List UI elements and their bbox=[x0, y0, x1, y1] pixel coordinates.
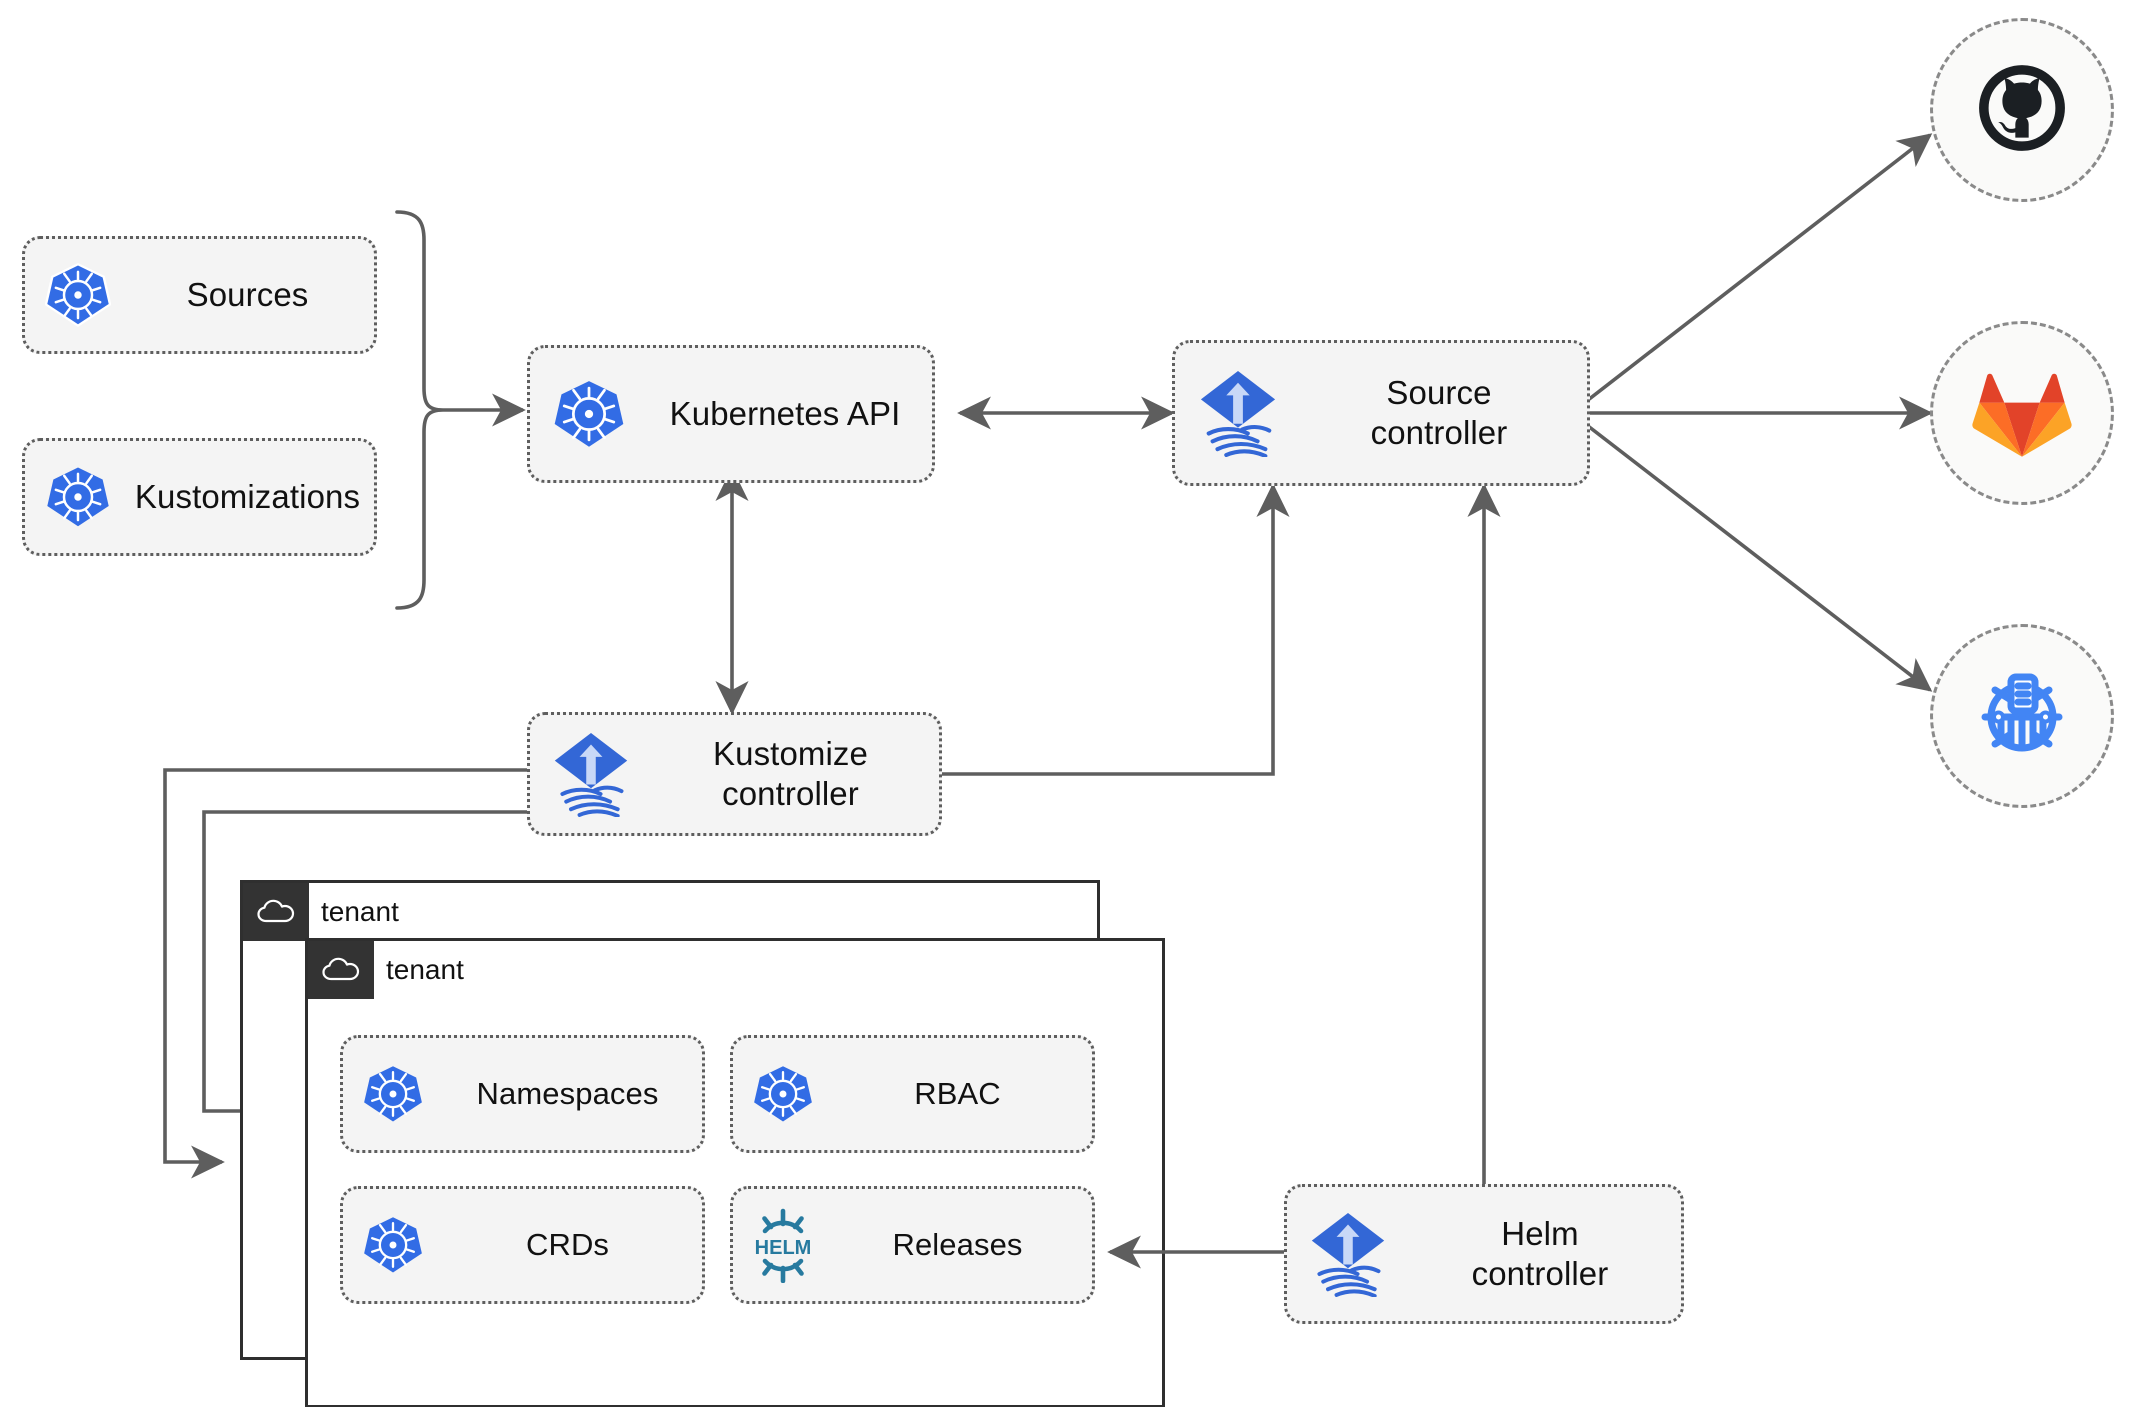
node-source-controller[interactable]: Source controller bbox=[1172, 340, 1590, 486]
kubernetes-icon bbox=[25, 463, 131, 531]
provider-gitlab[interactable] bbox=[1930, 321, 2114, 505]
github-icon bbox=[1969, 55, 2075, 166]
helm-icon: HELM bbox=[733, 1207, 833, 1283]
node-label: Kubernetes API bbox=[669, 394, 901, 432]
svg-text:HELM: HELM bbox=[755, 1237, 812, 1259]
kubernetes-icon bbox=[343, 1213, 443, 1277]
node-label: Sources bbox=[186, 275, 309, 313]
tenant-label-outer: tenant bbox=[321, 896, 399, 927]
node-label: Kustomize controller bbox=[713, 734, 868, 812]
kubernetes-icon bbox=[343, 1062, 443, 1126]
node-label: Kustomizations bbox=[134, 477, 361, 515]
node-label: Namespaces bbox=[476, 1076, 659, 1112]
cloud-icon bbox=[243, 883, 309, 941]
node-releases[interactable]: HELM Releases bbox=[730, 1186, 1095, 1304]
gitlab-icon bbox=[1970, 361, 2074, 466]
flux-icon bbox=[1287, 1211, 1409, 1297]
node-namespaces[interactable]: Namespaces bbox=[340, 1035, 705, 1153]
edge-kustomize-to-source bbox=[940, 483, 1290, 776]
node-label: Source controller bbox=[1370, 373, 1508, 451]
edge-source-to-github bbox=[1586, 133, 1933, 402]
flux-icon bbox=[1175, 369, 1301, 457]
flux-icon bbox=[530, 731, 652, 817]
node-crds[interactable]: CRDs bbox=[340, 1186, 705, 1304]
node-helm-controller[interactable]: Helm controller bbox=[1284, 1184, 1684, 1324]
node-kubernetes-api[interactable]: Kubernetes API bbox=[527, 345, 935, 483]
kubernetes-icon bbox=[733, 1062, 833, 1126]
node-kustomize-controller[interactable]: Kustomize controller bbox=[527, 712, 942, 836]
node-rbac[interactable]: RBAC bbox=[730, 1035, 1095, 1153]
node-label: Helm controller bbox=[1471, 1214, 1609, 1292]
tenant-label-inner: tenant bbox=[386, 954, 464, 985]
edge-source-to-helm-charts bbox=[1586, 424, 1933, 692]
edge-inputs-bracket bbox=[395, 210, 526, 610]
node-label: Releases bbox=[892, 1227, 1023, 1263]
helm-chart-registry-icon bbox=[1967, 659, 2077, 774]
node-sources[interactable]: Sources bbox=[22, 236, 377, 354]
kubernetes-icon bbox=[25, 261, 131, 329]
provider-helm-charts[interactable] bbox=[1930, 624, 2114, 808]
node-label: CRDs bbox=[525, 1227, 610, 1263]
node-label: RBAC bbox=[914, 1076, 1001, 1112]
cloud-icon bbox=[308, 941, 374, 999]
provider-github[interactable] bbox=[1930, 18, 2114, 202]
kubernetes-icon bbox=[530, 376, 648, 452]
tenant-box-inner[interactable]: tenant bbox=[305, 938, 1165, 1407]
node-kustomizations[interactable]: Kustomizations bbox=[22, 438, 377, 556]
